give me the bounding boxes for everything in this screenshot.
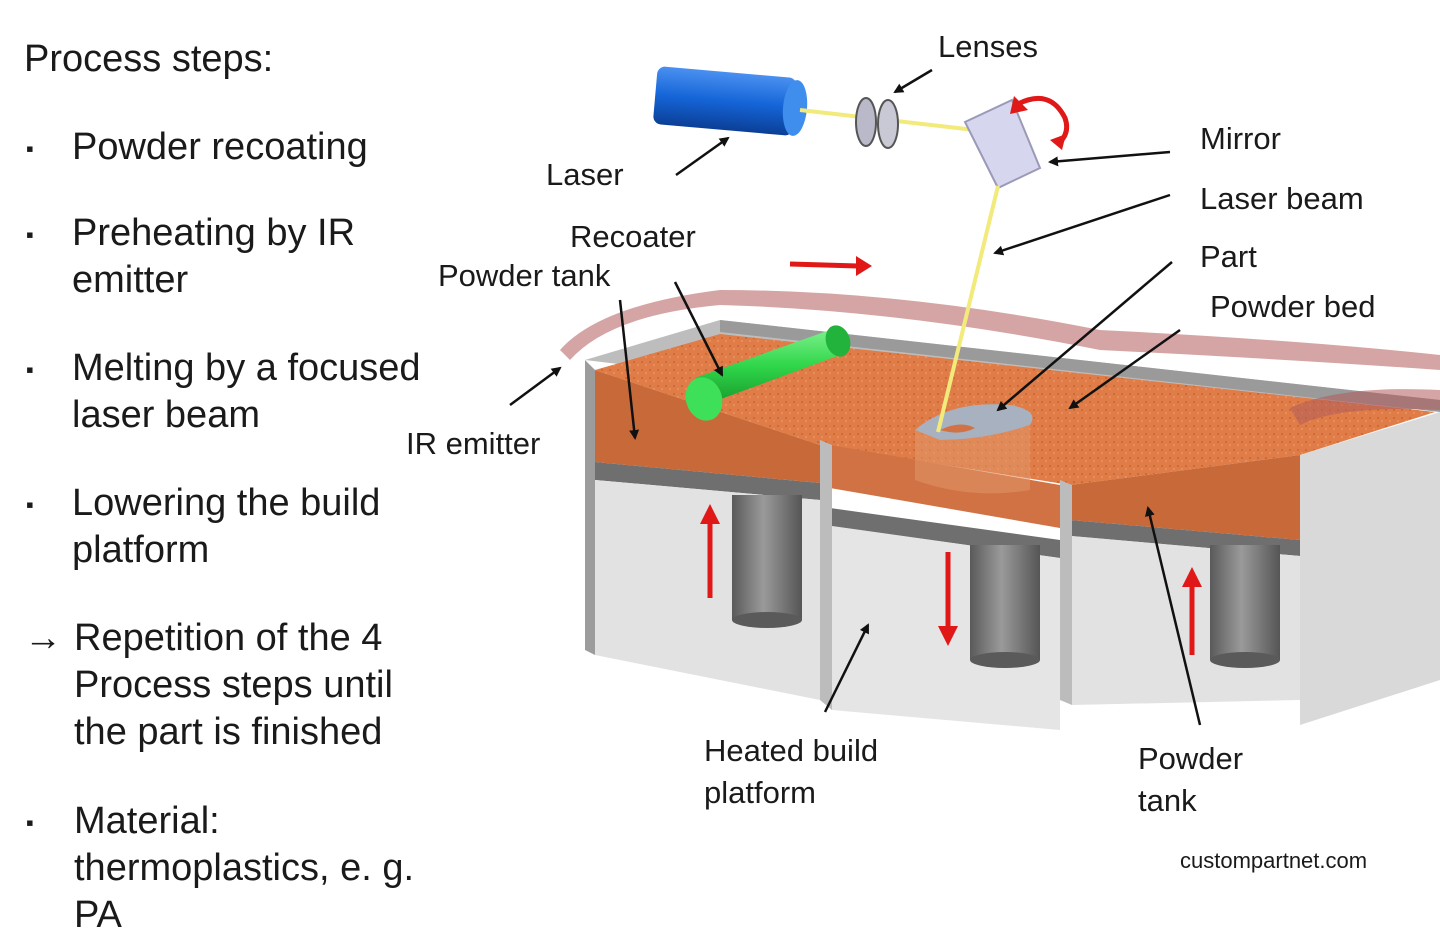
recoater-roller-back-end (825, 325, 851, 357)
right-up-arrowhead (1182, 567, 1202, 587)
label-part: Part (1200, 239, 1257, 274)
divider-wall-1 (820, 440, 832, 710)
laser-aperture (782, 80, 808, 136)
step-preheating-line1: Preheating by IR (72, 212, 356, 254)
ir-emitter-band (560, 290, 1440, 425)
arrow-right-icon: → (24, 617, 62, 659)
center-piston-base (970, 652, 1040, 668)
left-piston-base (732, 612, 802, 628)
left-piston-cylinder (732, 495, 802, 620)
label-powder-tank-top: Powder tank (438, 258, 611, 293)
recoat-direction-arrow (789, 261, 859, 269)
back-wall-edge (720, 320, 1440, 412)
right-piston-cylinder (1210, 545, 1280, 660)
right-piston-base (1210, 652, 1280, 668)
rotation-arrowhead-1 (1010, 96, 1028, 114)
bullet-icon: ▪ (26, 810, 34, 835)
laser-beam-vertical (936, 185, 1000, 433)
label-laser: Laser (546, 157, 624, 192)
label-ir-emitter: IR emitter (406, 426, 541, 461)
lens-2 (877, 99, 899, 149)
bullet-icon: ▪ (26, 222, 34, 247)
label-laser-beam: Laser beam (1200, 181, 1364, 216)
bullet-icon: ▪ (26, 357, 34, 382)
bullet-icon: ▪ (26, 492, 34, 517)
recoat-arrowhead (856, 256, 872, 276)
step-lowering-line1: Lowering the build (72, 482, 381, 524)
lens-1 (855, 97, 877, 147)
label-powder-tank-bottom-line1: Powder (1138, 741, 1244, 776)
step-melting-line1: Melting by a focused (72, 347, 421, 389)
repetition-line3: the part is finished (74, 711, 383, 753)
label-heated-platform-line1: Heated build (704, 733, 879, 768)
laser-unit[interactable] (653, 66, 798, 136)
part-body (915, 425, 1030, 494)
step-preheating-line2: emitter (72, 259, 189, 301)
divider-wall-2 (1060, 480, 1072, 705)
label-mirror: Mirror (1200, 121, 1281, 156)
powder-front-left (595, 370, 820, 483)
powder-front-right (1070, 455, 1300, 540)
recoater-roller-end (685, 377, 723, 421)
center-piston-cylinder (970, 545, 1040, 660)
material-line2: thermoplastics, e. g. (74, 847, 415, 889)
build-down-arrowhead (938, 626, 958, 646)
material-line1: Material: (74, 800, 220, 842)
rotation-arrowhead-2 (1050, 134, 1066, 150)
leader-lines (509, 68, 1202, 726)
scanning-mirror[interactable] (963, 98, 1042, 190)
label-recoater: Recoater (570, 219, 696, 254)
left-outer-wall-edge (585, 360, 595, 655)
process-steps-heading: Process steps: (24, 38, 274, 80)
left-tank-platform (595, 462, 820, 500)
part-hole (940, 424, 975, 433)
step-powder-recoating: Powder recoating (72, 126, 368, 168)
recoater-roller[interactable] (695, 330, 848, 402)
left-up-arrowhead (700, 504, 720, 524)
step-melting-line2: laser beam (72, 394, 260, 436)
step-lowering-line2: platform (72, 529, 210, 571)
label-heated-platform-line2: platform (704, 775, 816, 810)
right-outer-wall (1300, 412, 1440, 725)
bullet-icon: ▪ (26, 136, 34, 161)
label-powder-tank-bottom-line2: tank (1138, 783, 1197, 818)
repetition-line1: Repetition of the 4 (74, 617, 383, 659)
material-line3: PA (74, 894, 122, 936)
source-credit: custompartnet.com (1180, 848, 1368, 873)
repetition-line2: Process steps until (74, 664, 393, 706)
label-lenses: Lenses (938, 29, 1038, 64)
label-powder-bed: Powder bed (1210, 289, 1376, 324)
